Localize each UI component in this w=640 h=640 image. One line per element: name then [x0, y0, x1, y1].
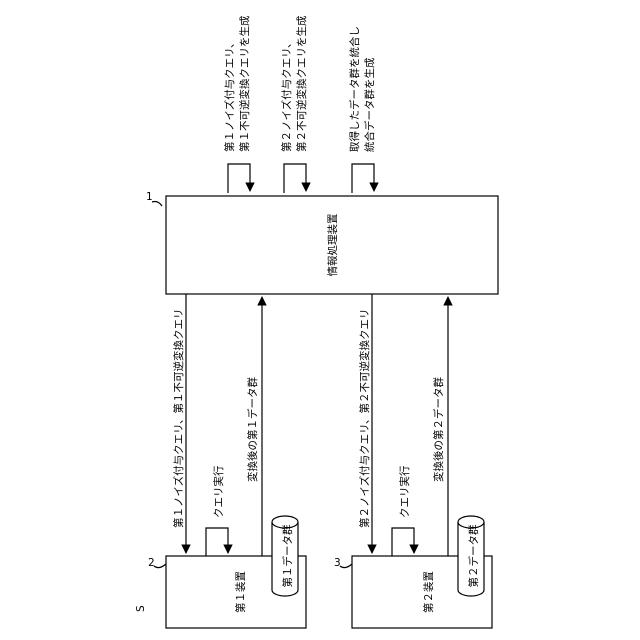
device-2-ref-leader [340, 564, 352, 568]
database-1: 第１データ群 [272, 516, 298, 596]
device-2-ref: 3 [334, 557, 341, 569]
database-2-label: 第２データ群 [467, 524, 480, 587]
step1-line1: 第１ノイズ付与クエリ、 [223, 37, 236, 152]
device-1-ref: 2 [148, 557, 155, 569]
step2-line2: 第２不可逆変換クエリを生成 [295, 15, 308, 152]
database-1-label: 第１データ群 [281, 524, 294, 587]
exec1-label: クエリ実行 [212, 465, 225, 518]
query1-label: 第１ノイズ付与クエリ、第１不可逆変換クエリ [172, 308, 185, 528]
database-2: 第２データ群 [458, 516, 484, 596]
step2-line1: 第２ノイズ付与クエリ、 [280, 37, 293, 152]
result2-label: 変換後の第２データ群 [432, 377, 445, 482]
info-processing-device: 情報処理装置 [166, 196, 498, 294]
step1-line2: 第１不可逆変換クエリを生成 [238, 15, 251, 152]
step-loop-3 [352, 164, 374, 193]
result1-label: 変換後の第１データ群 [246, 377, 259, 482]
info-device-ref-leader [152, 202, 162, 207]
device-1-label: 第１装置 [234, 571, 247, 613]
info-device-label: 情報処理装置 [326, 214, 339, 277]
step-loop-2 [284, 164, 306, 193]
info-device-ref: 1 [146, 191, 153, 203]
device-1-ref-leader [154, 564, 166, 568]
exec2-loop [392, 528, 414, 556]
query2-label: 第２ノイズ付与クエリ、第２不可逆変換クエリ [358, 308, 371, 528]
step-loop-1 [228, 164, 250, 193]
exec2-label: クエリ実行 [398, 465, 411, 518]
step3-line1: 取得したデータ群を統合し [348, 26, 361, 152]
step3-line2: 統合データ群を生成 [363, 57, 376, 152]
figure-label: S [135, 605, 147, 612]
exec1-loop [206, 528, 228, 556]
device-2-label: 第２装置 [422, 571, 435, 613]
